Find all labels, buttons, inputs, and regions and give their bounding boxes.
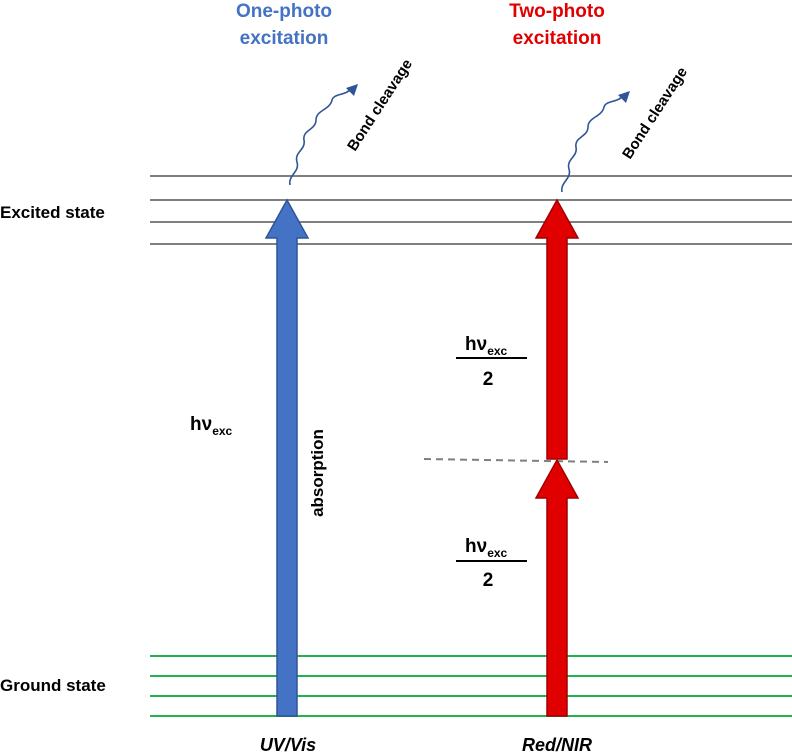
two-photon-header-line1: Two-photo xyxy=(509,1,605,22)
one-photon-header-line2: excitation xyxy=(240,28,329,49)
absorption-label: absorption xyxy=(308,429,327,517)
red-nir-label: Red/NIR xyxy=(522,735,592,754)
bond-cleavage-label-right: Bond cleavage xyxy=(619,64,691,162)
hv-main-label: hνexc xyxy=(190,414,233,438)
bond-cleavage-label-left: Bond cleavage xyxy=(344,56,416,154)
hv-upper-denominator: 2 xyxy=(483,369,494,390)
two-photon-header-line2: excitation xyxy=(513,28,602,49)
excited-state-label: Excited state xyxy=(0,203,105,222)
uv-vis-label: UV/Vis xyxy=(260,735,316,754)
ground-state-label: Ground state xyxy=(0,676,106,695)
hv-lower-numerator: hνexc xyxy=(465,536,508,560)
wavy-arrow-icon-right xyxy=(561,91,630,193)
virtual-level-dashed-line xyxy=(423,458,609,463)
two-photon-upper-arrow xyxy=(534,198,580,460)
wavy-arrow-icon-left xyxy=(289,84,358,186)
ground-state-levels xyxy=(150,655,792,717)
hv-upper-numerator: hνexc xyxy=(465,334,508,358)
one-photon-arrow xyxy=(264,198,310,717)
two-photon-lower-arrow xyxy=(534,458,580,717)
excited-state-levels xyxy=(150,175,792,245)
one-photon-header-line1: One-photo xyxy=(236,1,332,22)
hv-lower-denominator: 2 xyxy=(483,570,494,591)
